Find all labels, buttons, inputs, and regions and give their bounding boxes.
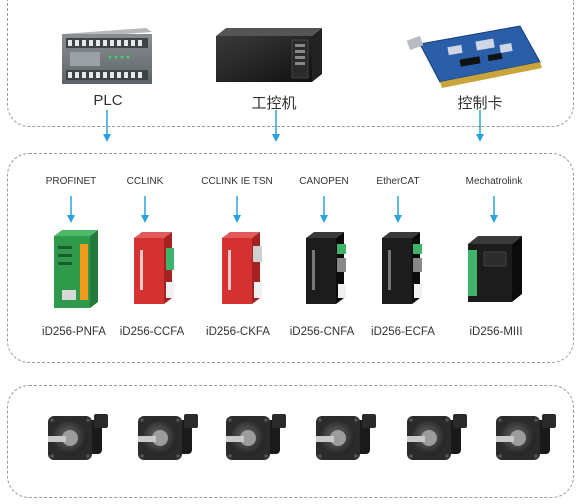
model-label-ccfa: iD256-CCFA: [119, 326, 185, 338]
drive-ecfa-icon: [382, 232, 422, 304]
protocol-label-cclink: CCLINK: [126, 176, 164, 187]
controller-label-ipc: 工控机: [251, 95, 297, 112]
servo-motor-icon: [316, 414, 376, 460]
model-label-miii: iD256-MIII: [469, 326, 523, 338]
servo-motor-icon: [138, 414, 198, 460]
servo-motor-icon: [496, 414, 556, 460]
controller-label-plc: PLC: [93, 92, 123, 109]
controller-label-card: 控制卡: [457, 95, 503, 112]
servo-motor-icon: [407, 414, 467, 460]
servo-motor-icon: [48, 414, 108, 460]
motor-panel: [7, 385, 574, 498]
model-label-ecfa: iD256-ECFA: [371, 326, 435, 338]
protocol-label-mechatrolink: Mechatrolink: [465, 176, 523, 187]
drive-ccfa-icon: [134, 232, 174, 304]
protocol-label-canopen: CANOPEN: [299, 176, 349, 187]
protocol-label-profinet: PROFINET: [45, 176, 97, 187]
motion-control-card-icon: [406, 25, 542, 88]
drive-miii-icon: [468, 236, 522, 302]
controller-arrows: [103, 110, 484, 142]
protocol-label-ethercat: EtherCAT: [376, 176, 420, 187]
servo-motor-icon: [226, 414, 286, 460]
industrial-pc-icon: [216, 28, 322, 82]
protocol-label-cclink-ie-tsn: CCLINK IE TSN: [201, 176, 273, 187]
model-label-pnfa: iD256-PNFA: [42, 326, 106, 338]
plc-device-icon: [62, 28, 152, 84]
controller-panel: [7, 0, 574, 127]
drive-cnfa-icon: [306, 232, 346, 304]
protocol-arrows: [67, 196, 498, 223]
motor-icons: [48, 414, 556, 460]
model-label-ckfa: iD256-CKFA: [206, 326, 270, 338]
model-label-cnfa: iD256-CNFA: [289, 326, 355, 338]
drive-ckfa-icon: [222, 232, 262, 304]
drive-pnfa-icon: [54, 230, 98, 308]
drive-panel: [7, 153, 574, 363]
